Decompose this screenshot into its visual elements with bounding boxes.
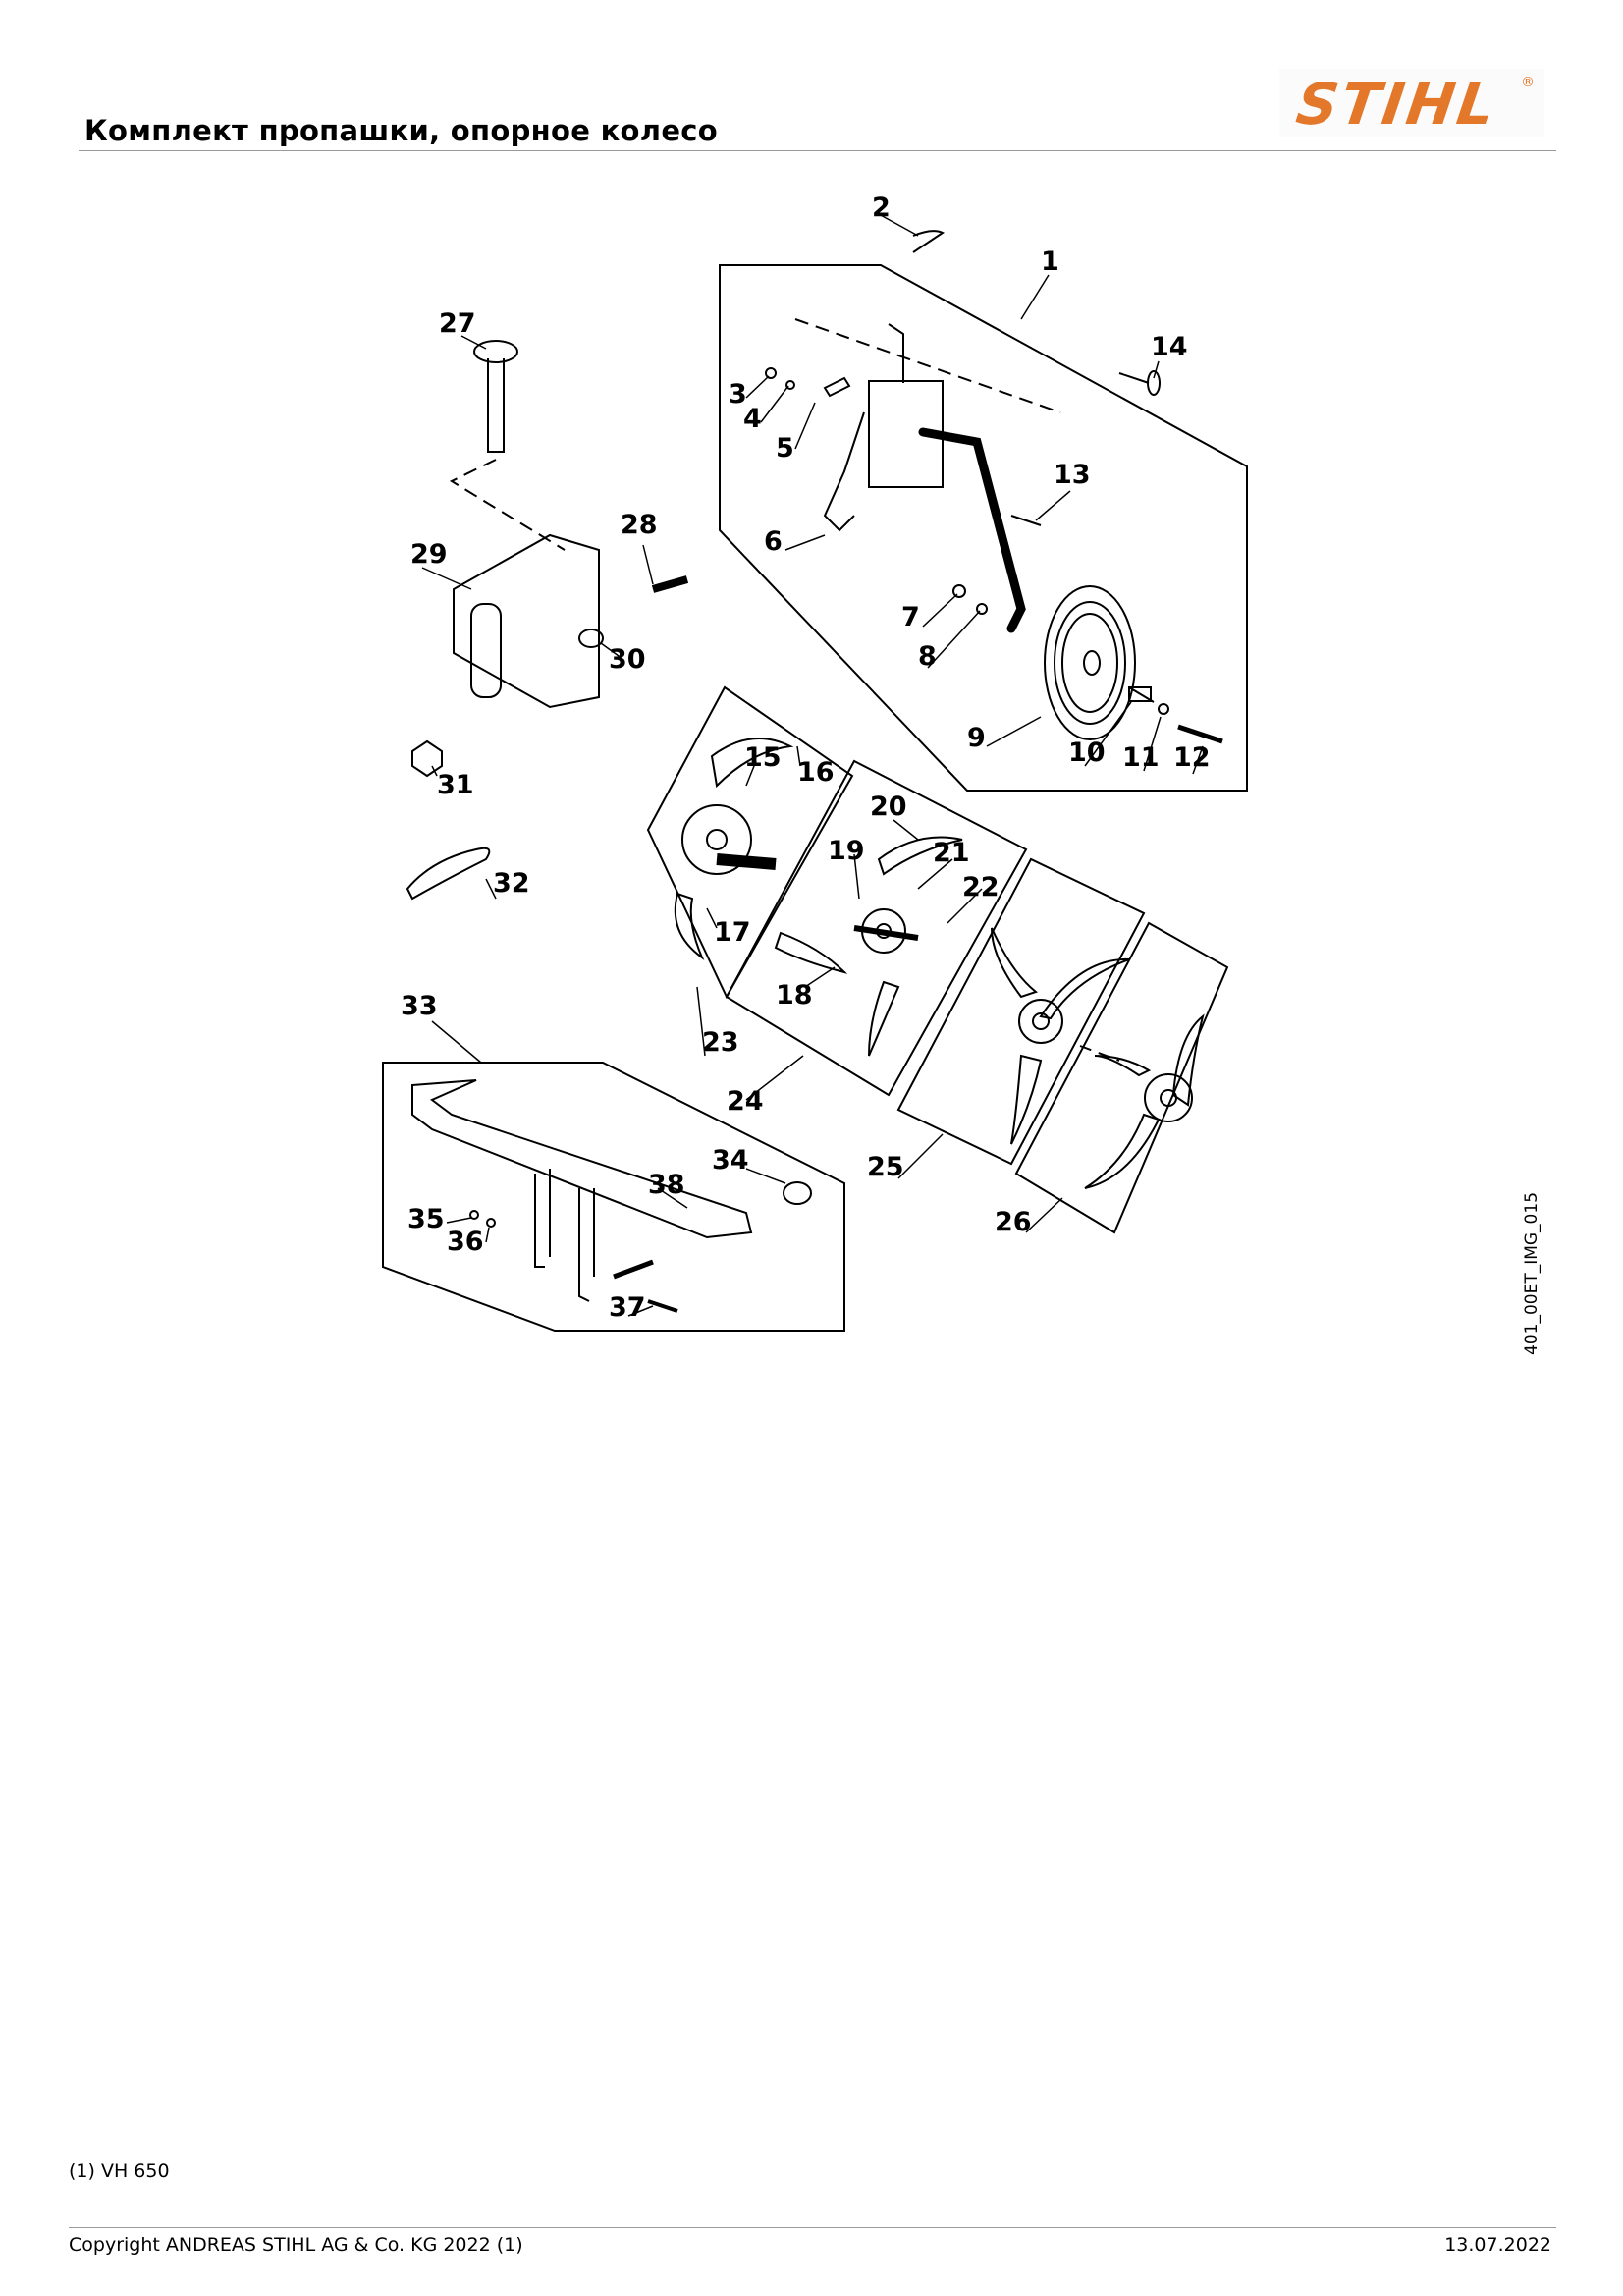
copyright-text: Copyright ANDREAS STIHL AG & Co. KG 2022… bbox=[69, 2234, 523, 2256]
washer-4 bbox=[785, 380, 795, 390]
callout-19: 19 bbox=[828, 836, 865, 866]
callout-6: 6 bbox=[764, 526, 783, 557]
pin-27-head bbox=[473, 340, 518, 363]
sleeve bbox=[470, 603, 502, 698]
footer-date: 13.07.2022 bbox=[1444, 2234, 1551, 2256]
washer-8 bbox=[976, 603, 988, 615]
callout-21: 21 bbox=[933, 838, 970, 868]
bolt-37 bbox=[647, 1299, 678, 1313]
spacer-10 bbox=[1128, 686, 1152, 702]
callout-13: 13 bbox=[1054, 460, 1091, 490]
callout-3: 3 bbox=[729, 379, 747, 410]
footer-divider bbox=[69, 2227, 1556, 2228]
callout-25: 25 bbox=[867, 1152, 904, 1182]
panel-25 bbox=[896, 857, 1146, 1166]
callout-27: 27 bbox=[439, 308, 476, 339]
registered-mark: ® bbox=[1521, 75, 1535, 90]
panel-23 bbox=[646, 685, 854, 1000]
callout-24: 24 bbox=[727, 1086, 764, 1117]
panel-24 bbox=[725, 759, 1028, 1097]
spring-5 bbox=[823, 376, 851, 398]
wheel-arm bbox=[918, 427, 1026, 633]
pin-27-shaft bbox=[487, 358, 505, 453]
callout-16: 16 bbox=[797, 757, 835, 788]
callout-7: 7 bbox=[901, 602, 920, 632]
callout-12: 12 bbox=[1173, 742, 1211, 773]
nut-35 bbox=[469, 1210, 479, 1220]
callout-20: 20 bbox=[870, 792, 907, 822]
bracket-29 bbox=[453, 533, 600, 709]
footnote: (1) VH 650 bbox=[69, 2160, 170, 2182]
callout-9: 9 bbox=[967, 723, 986, 753]
handle-bar-38 bbox=[411, 1079, 753, 1239]
tine bbox=[710, 738, 794, 789]
callout-33: 33 bbox=[401, 991, 438, 1021]
callout-38: 38 bbox=[648, 1170, 685, 1200]
frame-1-outline bbox=[719, 264, 1248, 792]
bolt-28 bbox=[651, 575, 689, 593]
nut-31 bbox=[411, 739, 443, 778]
axle bbox=[1128, 686, 1155, 703]
header-divider bbox=[79, 150, 1556, 151]
callout-17: 17 bbox=[714, 917, 751, 948]
washer-11 bbox=[1158, 703, 1169, 715]
arm-top bbox=[888, 323, 904, 383]
frame-33-outline bbox=[382, 1062, 845, 1332]
callout-26: 26 bbox=[995, 1207, 1032, 1237]
callout-18: 18 bbox=[776, 980, 813, 1011]
clip-32 bbox=[406, 847, 491, 901]
callout-23: 23 bbox=[702, 1027, 739, 1058]
bolt-12 bbox=[1177, 724, 1223, 744]
callout-10: 10 bbox=[1068, 738, 1106, 768]
wheel-tire bbox=[1044, 585, 1136, 740]
callout-1: 1 bbox=[1041, 246, 1059, 277]
callout-37: 37 bbox=[609, 1292, 646, 1323]
tine bbox=[674, 892, 705, 960]
pin-14 bbox=[1118, 372, 1150, 384]
bolt-13 bbox=[1010, 515, 1042, 526]
callout-11: 11 bbox=[1122, 742, 1160, 773]
callout-34: 34 bbox=[712, 1145, 749, 1175]
callout-22: 22 bbox=[962, 872, 1000, 902]
clip-2 bbox=[912, 230, 945, 253]
nut-7 bbox=[952, 584, 966, 598]
callout-8: 8 bbox=[918, 641, 937, 672]
callout-2: 2 bbox=[872, 192, 891, 223]
callout-32: 32 bbox=[493, 868, 530, 899]
nut-3 bbox=[765, 367, 777, 379]
callout-29: 29 bbox=[410, 539, 448, 570]
callout-30: 30 bbox=[609, 644, 646, 675]
nut-30 bbox=[578, 629, 604, 648]
callout-35: 35 bbox=[407, 1204, 445, 1234]
dash-line bbox=[794, 318, 1061, 413]
callout-31: 31 bbox=[437, 770, 474, 800]
washer-36 bbox=[486, 1218, 496, 1228]
panel-26 bbox=[1014, 921, 1229, 1234]
callout-15: 15 bbox=[744, 742, 782, 773]
page-title: Комплект пропашки, опорное колесо bbox=[84, 114, 718, 147]
callout-4: 4 bbox=[743, 404, 762, 434]
stihl-logo: STIHL ® bbox=[1279, 69, 1544, 137]
callout-28: 28 bbox=[621, 510, 658, 540]
image-reference-id: 401_00ET_IMG_015 bbox=[1522, 1191, 1542, 1355]
callout-14: 14 bbox=[1151, 332, 1188, 362]
cap-34 bbox=[783, 1181, 812, 1205]
callout-36: 36 bbox=[447, 1227, 484, 1257]
bracket-6 bbox=[823, 411, 865, 532]
callout-5: 5 bbox=[776, 433, 794, 464]
